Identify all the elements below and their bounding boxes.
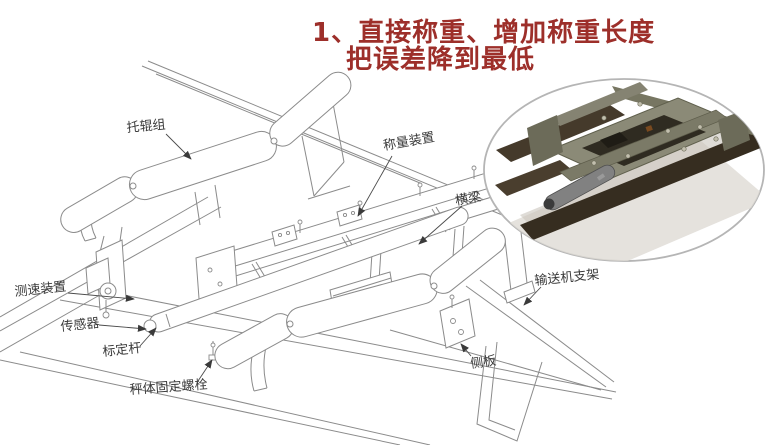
leader-speed-device (67, 292, 135, 302)
leader-fixing-bolt (197, 359, 213, 382)
leader-sensor (98, 324, 147, 332)
feature-title: 1、直接称重、增加称重长度 把误差降到最低 (312, 20, 655, 74)
feature-title-line1: 1、直接称重、增加称重长度 (312, 18, 656, 48)
speed-sensor-assembly (85, 226, 127, 319)
label-conveyor-support: 输送机支架 (534, 266, 600, 289)
leader-cross-beam (418, 205, 463, 245)
calibration-rod (143, 206, 469, 333)
leader-calibration-rod (139, 327, 157, 347)
conveyor-support-stand (476, 341, 543, 442)
product-photo-inset (483, 78, 765, 262)
leader-weighing-device (357, 155, 393, 217)
rear-idler-group (60, 71, 352, 242)
part-labels: 托辊组 称量装置 横梁 测速装置 传感器 标定杆 秤体固定螺栓 输送机支架 侧板 (14, 118, 600, 398)
label-idler-group: 托辊组 (126, 118, 166, 136)
leader-lines (67, 133, 542, 382)
label-speed-device: 测速装置 (14, 280, 67, 300)
front-idler-group (214, 227, 536, 392)
leader-idler-group (165, 133, 192, 160)
label-side-plate: 侧板 (469, 353, 497, 371)
label-calibration-rod: 标定杆 (102, 341, 142, 360)
label-weighing-device: 称量装置 (382, 130, 436, 154)
leader-side-plate (460, 343, 472, 357)
side-plate (439, 294, 476, 349)
label-fixing-bolt: 秤体固定螺栓 (129, 378, 208, 398)
label-sensor: 传感器 (60, 315, 100, 335)
leader-conveyor-support (523, 286, 542, 306)
feature-title-line2: 把误差降到最低 (346, 45, 536, 75)
label-cross-beam: 横梁 (454, 190, 482, 209)
